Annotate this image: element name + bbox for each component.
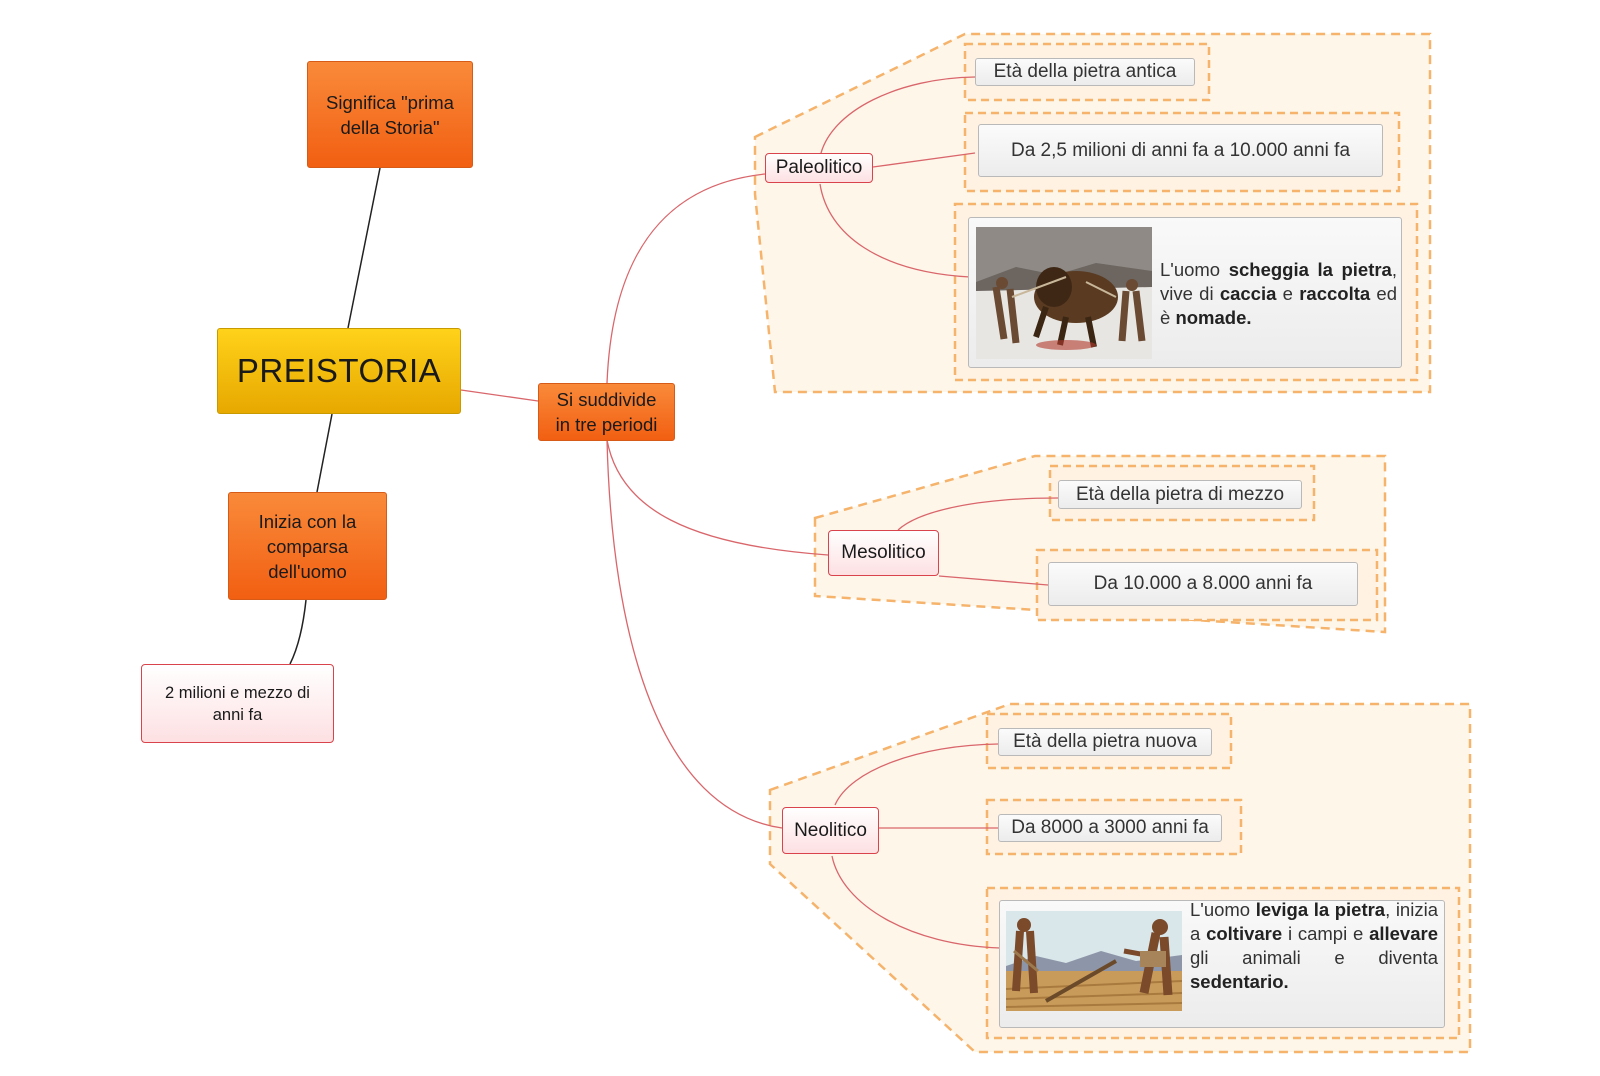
neolitico-label: Neolitico (794, 819, 867, 841)
root-node[interactable]: PREISTORIA (217, 328, 461, 414)
paleolitico-meaning-text: Età della pietra antica (993, 61, 1177, 82)
neolitico-time-text: Da 8000 a 3000 anni fa (1011, 817, 1209, 838)
start-node[interactable]: Inizia con la comparsa dell'uomo (228, 492, 387, 600)
mesolitico-meaning-text: Età della pietra di mezzo (1075, 483, 1285, 505)
paleolitico-time-text: Da 2,5 milioni di anni fa a 10.000 anni … (1010, 139, 1351, 161)
hunting-bison-image (976, 227, 1152, 359)
paleolitico-time[interactable]: Da 2,5 milioni di anni fa a 10.000 anni … (978, 124, 1383, 177)
paleolitico-label: Paleolitico (775, 157, 863, 178)
root-title: PREISTORIA (236, 352, 442, 389)
neolitico-desc-b1: leviga la pietra (1255, 899, 1386, 920)
paleolitico-desc-t3: e (1276, 283, 1300, 304)
divides-node[interactable]: Si suddivide in tre periodi (538, 383, 675, 441)
meaning-line-2: della Storia" (340, 116, 440, 138)
mesolitico-label: Mesolitico (841, 542, 926, 563)
neolitico-node[interactable]: Neolitico (782, 807, 879, 854)
plowing-farmers-image (1006, 911, 1182, 1011)
start-date-line-1: 2 milioni e mezzo di (165, 683, 310, 702)
neolitico-desc-t4: gli animali e diventa (1190, 947, 1438, 968)
start-date-node[interactable]: 2 milioni e mezzo di anni fa (141, 664, 334, 743)
paleolitico-desc-b1: scheggia la pietra (1228, 259, 1392, 280)
paleolitico-desc-b4: nomade. (1175, 307, 1252, 328)
paleolitico-desc-t2: , vive di (1160, 259, 1397, 304)
neolitico-description: L'uomo leviga la pietra, inizia a coltiv… (1190, 898, 1438, 994)
meaning-line-1: Significa "prima (326, 91, 454, 113)
paleolitico-desc-b3: raccolta (1299, 283, 1371, 304)
neolitico-desc-b4: sedentario. (1190, 971, 1289, 992)
divides-line-1: Si suddivide (556, 389, 657, 410)
mesolitico-meaning[interactable]: Età della pietra di mezzo (1058, 480, 1302, 509)
neolitico-desc-b2: coltivare (1206, 923, 1283, 944)
neolitico-desc-t1: L'uomo (1190, 899, 1256, 920)
mesolitico-time-text: Da 10.000 a 8.000 anni fa (1093, 573, 1313, 594)
neolitico-desc-b3: allevare (1369, 923, 1438, 944)
divides-line-2: in tre periodi (555, 414, 658, 435)
neolitico-time[interactable]: Da 8000 a 3000 anni fa (998, 814, 1222, 842)
neolitico-meaning-text: Età della pietra nuova (1013, 731, 1197, 752)
neolitico-desc-t3: i campi e (1282, 923, 1370, 944)
paleolitico-node[interactable]: Paleolitico (765, 153, 873, 183)
mesolitico-time[interactable]: Da 10.000 a 8.000 anni fa (1048, 562, 1358, 606)
paleolitico-desc-b2: caccia (1219, 283, 1277, 304)
neolitico-desc-t2: , inizia a (1190, 899, 1438, 944)
neolitico-meaning[interactable]: Età della pietra nuova (998, 728, 1212, 756)
start-line-2: comparsa (266, 535, 349, 557)
mesolitico-node[interactable]: Mesolitico (828, 530, 939, 576)
meaning-node[interactable]: Significa "prima della Storia" (307, 61, 473, 168)
paleolitico-desc-t4: ed è (1160, 283, 1398, 328)
start-date-line-2: anni fa (212, 705, 263, 724)
paleolitico-description: L'uomo scheggia la pietra, vive di cacci… (1160, 258, 1397, 330)
paleolitico-meaning[interactable]: Età della pietra antica (975, 58, 1195, 86)
start-line-3: dell'uomo (268, 560, 347, 582)
paleolitico-desc-t1: L'uomo (1160, 259, 1229, 280)
start-line-1: Inizia con la (258, 510, 357, 532)
